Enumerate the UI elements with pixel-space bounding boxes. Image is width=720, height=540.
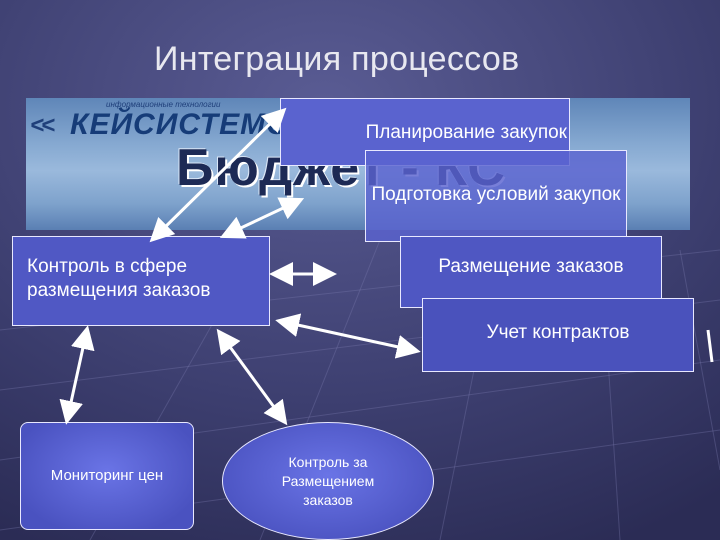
logo-tagline: информационные технологии (106, 100, 221, 109)
logo-mark-icon: << (30, 112, 55, 139)
node-placement: Размещение заказов (400, 236, 662, 308)
logo-company: КЕЙСИСТЕМС (70, 108, 289, 141)
node-monitoring: Мониторинг цен (20, 422, 194, 530)
node-preparation: Подготовка условий закупок (365, 150, 627, 242)
node-accounting: Учет контрактов (422, 298, 694, 372)
node-planning-label: Планирование закупок (365, 122, 567, 143)
node-control-placement: Контроль за Размещением заказов (222, 422, 434, 540)
page-title: Интеграция процессов (154, 40, 520, 78)
node-control: Контроль в сфере размещения заказов (12, 236, 270, 326)
